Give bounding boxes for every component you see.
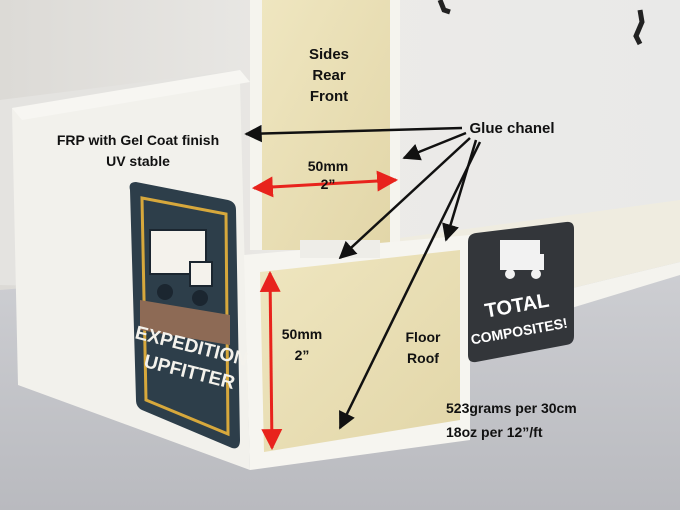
thickness-arrow-top bbox=[251, 170, 399, 198]
camper-truck-icon bbox=[500, 240, 544, 279]
thickness-bottom-mm: 50mm bbox=[281, 326, 323, 342]
glue-channel-ridge bbox=[300, 240, 380, 258]
upright-panel-foam bbox=[262, 0, 390, 250]
weight-label: 523grams per 30cm 18oz per 12”/ft bbox=[446, 396, 606, 444]
wall-hook bbox=[633, 9, 645, 46]
frp-label-line1: FRP with Gel Coat finish bbox=[56, 132, 220, 148]
panel-types-label: Sides Rear Front bbox=[296, 44, 362, 107]
frp-label: FRP with Gel Coat finish UV stable bbox=[38, 130, 238, 172]
frp-label-line2: UV stable bbox=[106, 153, 170, 169]
total-composites-sticker bbox=[468, 221, 574, 363]
floor-roof-floor: Floor bbox=[405, 329, 441, 345]
glue-pointer-arrow bbox=[338, 137, 471, 260]
frp-skin-top-edge bbox=[12, 70, 250, 120]
floor-roof-roof: Roof bbox=[407, 350, 439, 366]
glue-pointer-arrow bbox=[338, 141, 482, 430]
floor-roof-label: Floor Roof bbox=[398, 327, 448, 369]
expedition-upfitter-sticker bbox=[129, 182, 240, 449]
glue-pointer-arrow bbox=[402, 131, 467, 161]
camper-truck-icon bbox=[149, 229, 213, 306]
thickness-bottom-in: 2” bbox=[294, 347, 310, 363]
panel-type-rear: Rear bbox=[312, 67, 346, 84]
thickness-top-in: 2” bbox=[320, 176, 336, 192]
thickness-label-bottom: 50mm 2” bbox=[274, 324, 330, 366]
glue-pointer-arrow bbox=[442, 139, 478, 242]
glue-channel-label: Glue chanel bbox=[469, 120, 555, 137]
lower-panel-foam bbox=[260, 250, 460, 452]
panel-type-sides: Sides bbox=[308, 46, 350, 63]
glue-pointer-arrow bbox=[244, 124, 463, 143]
panel-type-front: Front bbox=[309, 88, 349, 105]
weight-metric: 523grams per 30cm bbox=[446, 400, 577, 416]
thickness-arrow-bottom bbox=[259, 270, 283, 451]
weight-imperial: 18oz per 12”/ft bbox=[446, 424, 543, 440]
thickness-top-mm: 50mm bbox=[307, 158, 349, 174]
wall-hook bbox=[437, 0, 451, 15]
thickness-label-top: 50mm 2” bbox=[300, 157, 356, 193]
